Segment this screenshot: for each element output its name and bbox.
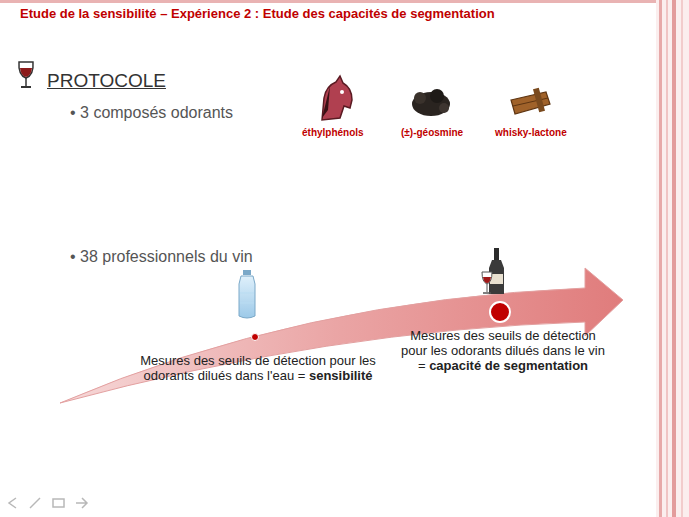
water-bottle-icon bbox=[239, 270, 255, 318]
geosmine-soil-icon bbox=[412, 89, 450, 116]
progress-arrow bbox=[60, 268, 623, 403]
water-dot bbox=[252, 334, 259, 341]
wine-bottle-icon bbox=[482, 248, 504, 294]
wine-dot bbox=[490, 302, 510, 322]
top-rule bbox=[0, 0, 689, 3]
compound-label: whisky-lactone bbox=[495, 127, 567, 138]
compound-label: éthylphénols bbox=[302, 127, 364, 138]
slide-title: Etude de la sensibilité – Expérience 2 :… bbox=[20, 6, 495, 21]
section-heading: PROTOCOLE bbox=[47, 70, 166, 92]
right-stripes bbox=[656, 0, 689, 517]
compound-label: (±)-géosmine bbox=[401, 127, 463, 138]
step-text: Mesures des seuils de détection pour les… bbox=[140, 353, 376, 383]
nav-icons bbox=[9, 498, 87, 508]
bullet-item: • 38 professionnels du vin bbox=[70, 248, 253, 266]
whisky-barrel-icon bbox=[511, 88, 550, 114]
step-text: Mesures des seuils de détection pour les… bbox=[400, 328, 606, 373]
wine-glass-icon bbox=[19, 62, 33, 87]
horse-icon bbox=[322, 76, 352, 120]
bullet-item: • 3 composés odorants bbox=[70, 104, 233, 122]
emphasis-text: capacité de segmentation bbox=[429, 358, 588, 373]
emphasis-text: sensibilité bbox=[309, 368, 373, 383]
